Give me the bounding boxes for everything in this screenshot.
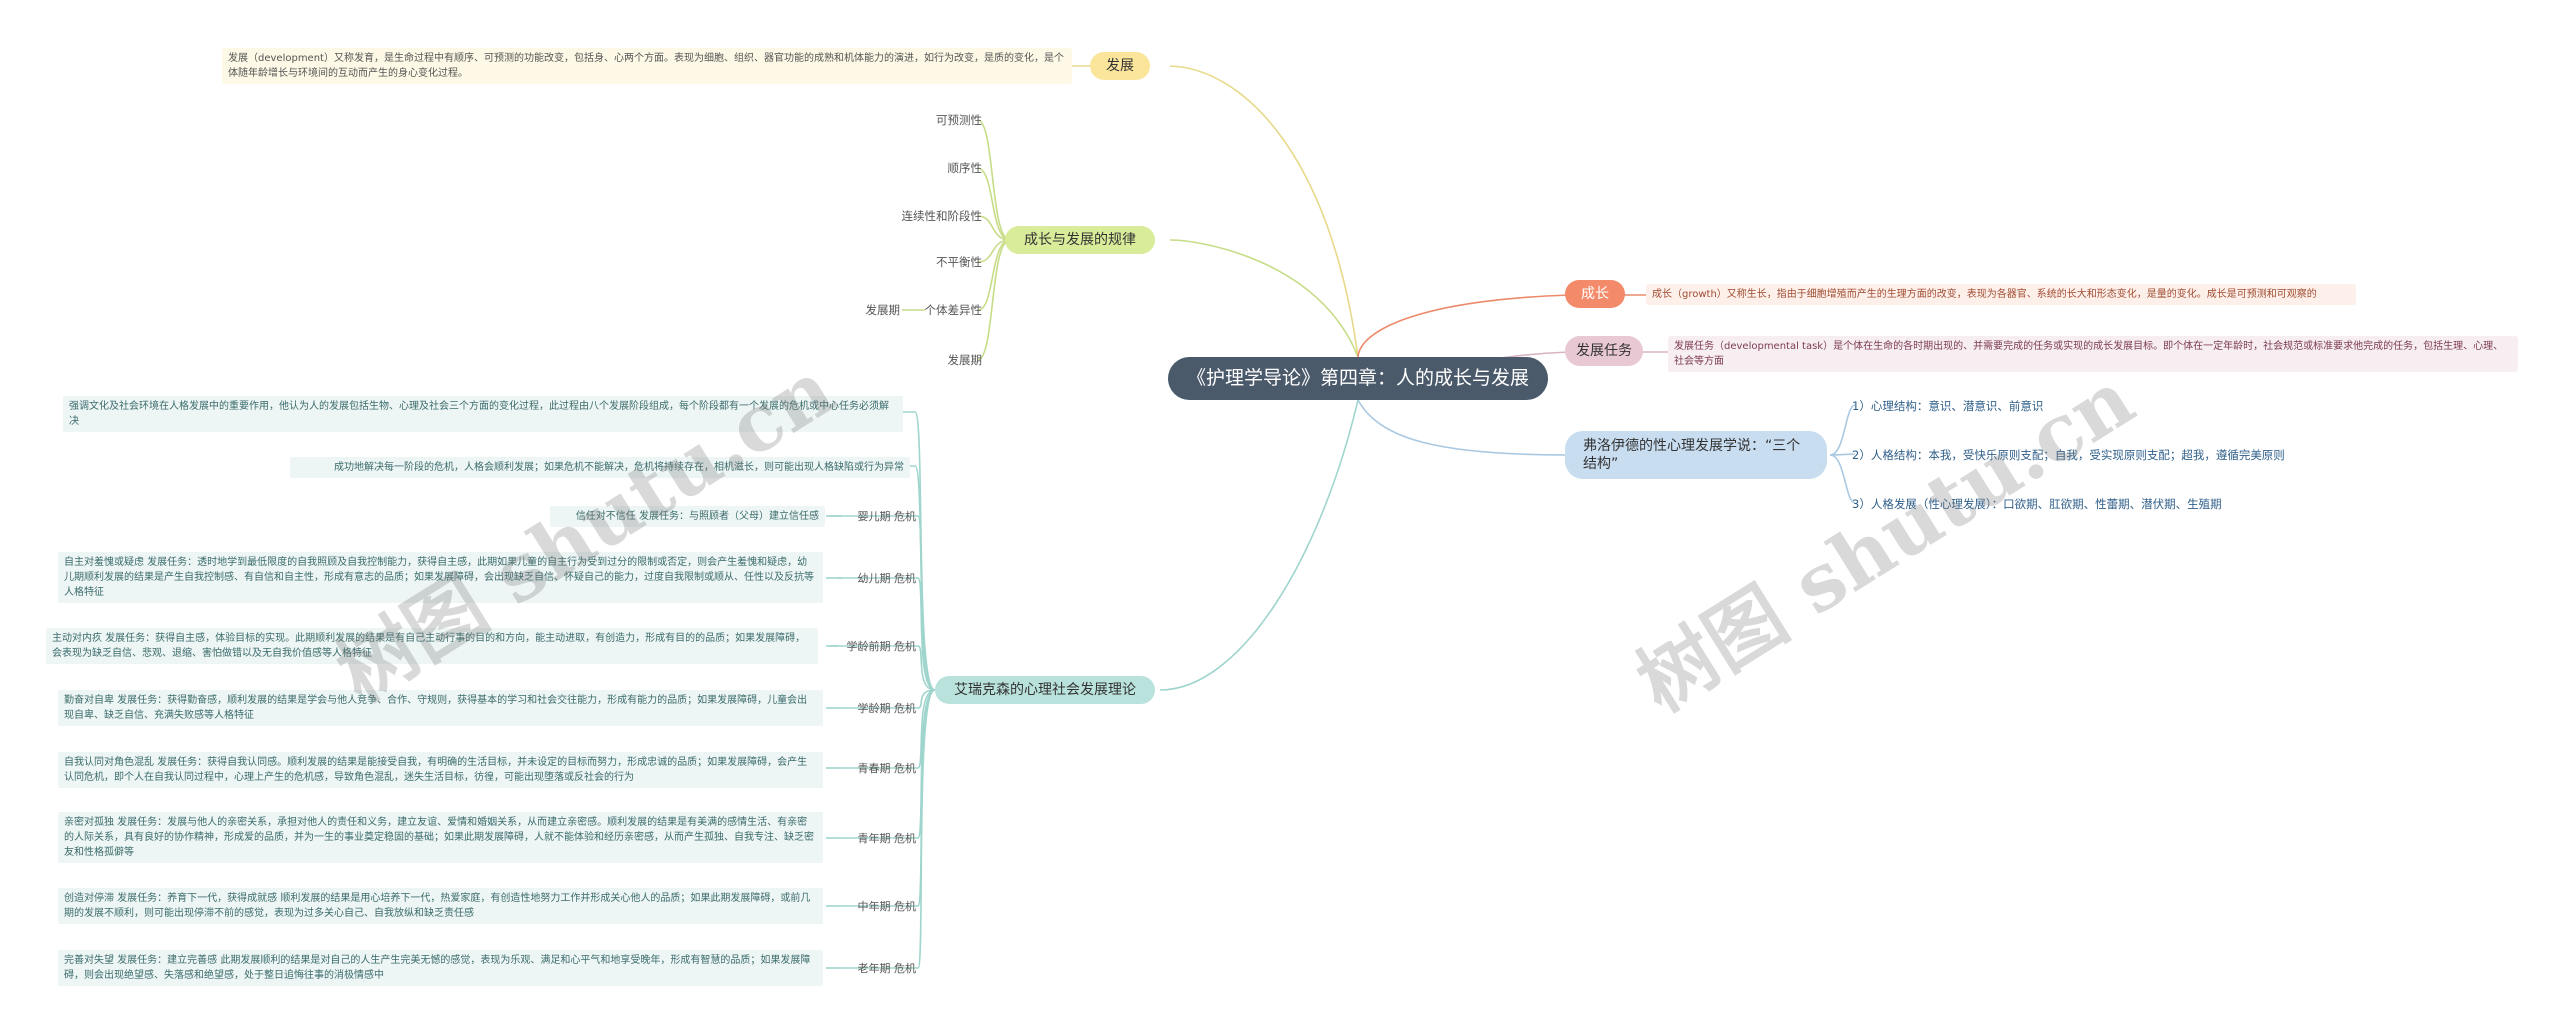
- stage-middle-age[interactable]: 中年期 危机: [857, 900, 917, 913]
- pattern-item[interactable]: 连续性和阶段性: [901, 209, 983, 223]
- stage-infancy[interactable]: 婴儿期 危机: [857, 510, 917, 523]
- stage-infancy-desc: 信任对不信任 发展任务：与照顾者（父母）建立信任感: [550, 506, 825, 527]
- stage-young-adult[interactable]: 青年期 危机: [857, 832, 917, 845]
- stage-old-age[interactable]: 老年期 危机: [857, 962, 917, 975]
- topic-development[interactable]: 发展: [1090, 52, 1150, 80]
- topic-growth[interactable]: 成长: [1565, 280, 1625, 308]
- freud-item[interactable]: 2）人格结构：本我，受快乐原则支配；自我，受实现原则支配；超我，遵循完美原则: [1852, 448, 2285, 462]
- pattern-item[interactable]: 个体差异性: [924, 303, 983, 317]
- freud-item[interactable]: 3）人格发展（性心理发展）：口欲期、肛欲期、性蕾期、潜伏期、生殖期: [1852, 497, 2222, 511]
- developmental-task-description: 发展任务（developmental task）是个体在生命的各时期出现的、并需…: [1668, 336, 2518, 372]
- stage-school-age[interactable]: 学龄期 危机: [857, 702, 917, 715]
- stage-adolescence[interactable]: 青春期 危机: [857, 762, 917, 775]
- stage-preschool-desc: 主动对内疚 发展任务：获得自主感，体验目标的实现。此期顺利发展的结果是有自己主动…: [46, 628, 818, 664]
- topic-developmental-task[interactable]: 发展任务: [1565, 336, 1643, 366]
- stage-preschool[interactable]: 学龄前期 危机: [846, 640, 917, 653]
- pattern-item[interactable]: 可预测性: [936, 113, 982, 127]
- development-description: 发展（development）又称发育，是生命过程中有顺序、可预测的功能改变，包…: [222, 48, 1072, 84]
- erikson-intro: 强调文化及社会环境在人格发展中的重要作用，他认为人的发展包括生物、心理及社会三个…: [63, 396, 903, 432]
- topic-erikson-theory[interactable]: 艾瑞克森的心理社会发展理论: [935, 676, 1155, 704]
- topic-growth-patterns[interactable]: 成长与发展的规律: [1005, 226, 1155, 254]
- topic-freud-theory[interactable]: 弗洛伊德的性心理发展学说：“三个结构”: [1565, 431, 1827, 479]
- growth-description: 成长（growth）又称生长，指由于细胞增殖而产生的生理方面的改变，表现为各器官…: [1646, 284, 2356, 305]
- pattern-item[interactable]: 发展期: [947, 353, 983, 367]
- root-topic[interactable]: 《护理学导论》第四章：人的成长与发展: [1168, 357, 1548, 400]
- stage-toddler[interactable]: 幼儿期 危机: [857, 572, 917, 585]
- stage-toddler-desc: 自主对羞愧或疑虑 发展任务：透时地学到最低限度的自我照顾及自我控制能力，获得自主…: [58, 552, 823, 603]
- stage-school-age-desc: 勤奋对自卑 发展任务：获得勤奋感，顺利发展的结果是学会与他人竞争、合作、守规则，…: [58, 690, 823, 726]
- stage-old-age-desc: 完善对失望 发展任务：建立完善感 此期发展顺利的结果是对自己的人生产生完美无憾的…: [58, 950, 823, 986]
- pattern-item[interactable]: 顺序性: [947, 161, 983, 175]
- stage-young-adult-desc: 亲密对孤独 发展任务：发展与他人的亲密关系，承担对他人的责任和义务，建立友谊、爱…: [58, 812, 823, 863]
- freud-item[interactable]: 1）心理结构：意识、潜意识、前意识: [1852, 399, 2044, 413]
- stage-middle-age-desc: 创造对停滞 发展任务：养育下一代，获得成就感 顺利发展的结果是用心培养下一代，热…: [58, 888, 823, 924]
- erikson-intro-2: 成功地解决每一阶段的危机，人格会顺利发展；如果危机不能解决，危机将持续存在，相机…: [290, 457, 910, 478]
- stage-adolescence-desc: 自我认同对角色混乱 发展任务：获得自我认同感。顺利发展的结果是能接受自我，有明确…: [58, 752, 823, 788]
- pattern-item[interactable]: 不平衡性: [936, 255, 982, 269]
- pattern-subitem[interactable]: 发展期: [865, 303, 901, 317]
